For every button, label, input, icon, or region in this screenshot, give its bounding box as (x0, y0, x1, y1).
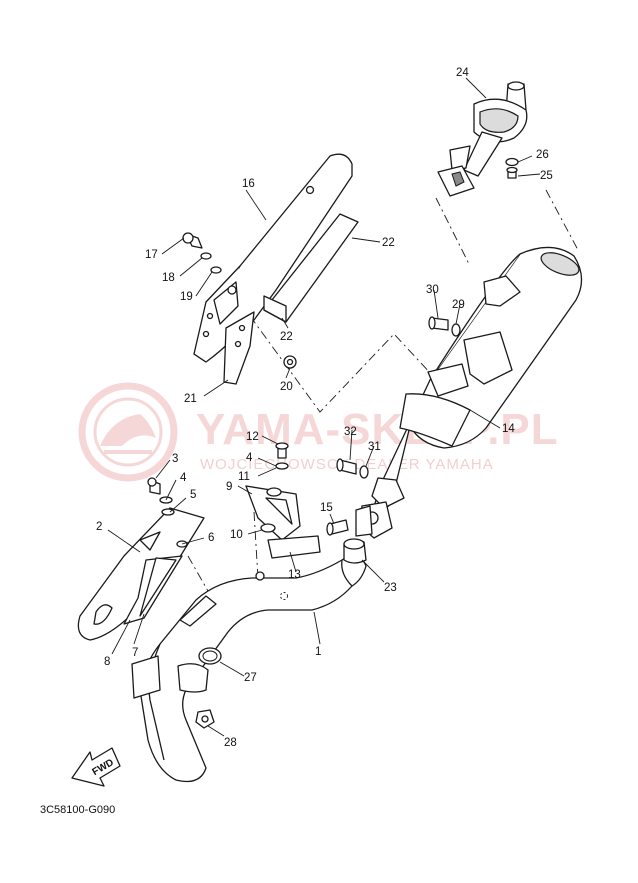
callout-8: 8 (104, 656, 110, 668)
callout-25: 25 (540, 170, 553, 182)
callout-22b: 22 (280, 331, 293, 343)
callout-22: 22 (382, 237, 395, 249)
assembly-lines (187, 189, 579, 599)
callout-3: 3 (172, 453, 178, 465)
callout-32: 32 (344, 426, 357, 438)
watermark: YAMA-SKLEP.PL WOJCIECHOWSCY DEALER YAMAH… (78, 382, 559, 482)
upper-heat-protector (193, 153, 359, 385)
callout-26: 26 (536, 149, 549, 161)
callout-13: 13 (288, 569, 301, 581)
callout-21: 21 (184, 393, 197, 405)
watermark-title: YAMA-SKLEP.PL (196, 405, 559, 454)
protector-fasteners (182, 232, 297, 369)
callout-2: 2 (96, 521, 102, 533)
callout-29: 29 (452, 299, 465, 311)
fwd-arrow-icon: FWD (71, 747, 121, 787)
callout-6: 6 (208, 532, 214, 544)
callout-numbers: 1 2 3 4 5 6 7 8 9 10 11 4 12 13 14 15 16… (96, 67, 553, 749)
callout-30: 30 (426, 284, 439, 296)
gaskets-and-nut (195, 538, 367, 729)
callout-28: 28 (224, 737, 237, 749)
muffler-bracket (245, 485, 321, 581)
callout-17: 17 (145, 249, 158, 261)
callout-20: 20 (280, 381, 293, 393)
callout-27: 27 (244, 672, 257, 684)
callout-31: 31 (368, 441, 381, 453)
callout-10: 10 (230, 529, 243, 541)
callout-leaders (107, 77, 541, 737)
callout-1: 1 (315, 646, 321, 658)
callout-14: 14 (502, 423, 515, 435)
callout-4b: 4 (246, 452, 253, 464)
callout-9: 9 (226, 481, 232, 493)
callout-18: 18 (162, 272, 175, 284)
callout-12: 12 (246, 431, 259, 443)
diagram-code: 3C58100-G090 (40, 804, 115, 816)
callout-19: 19 (180, 291, 193, 303)
muffler (355, 246, 583, 539)
muffler-fasteners (275, 316, 461, 536)
callout-5: 5 (190, 489, 196, 501)
end-cap-assembly (437, 81, 528, 197)
callout-4: 4 (180, 472, 187, 484)
motorcycle-emblem-icon (78, 382, 178, 482)
callout-15: 15 (320, 502, 333, 514)
callout-16: 16 (242, 178, 255, 190)
lower-heat-protector (77, 477, 205, 641)
callout-7: 7 (132, 647, 138, 659)
callout-23: 23 (384, 582, 397, 594)
exhaust-pipe (131, 554, 367, 783)
callout-11: 11 (238, 471, 250, 483)
callout-24: 24 (456, 67, 469, 79)
